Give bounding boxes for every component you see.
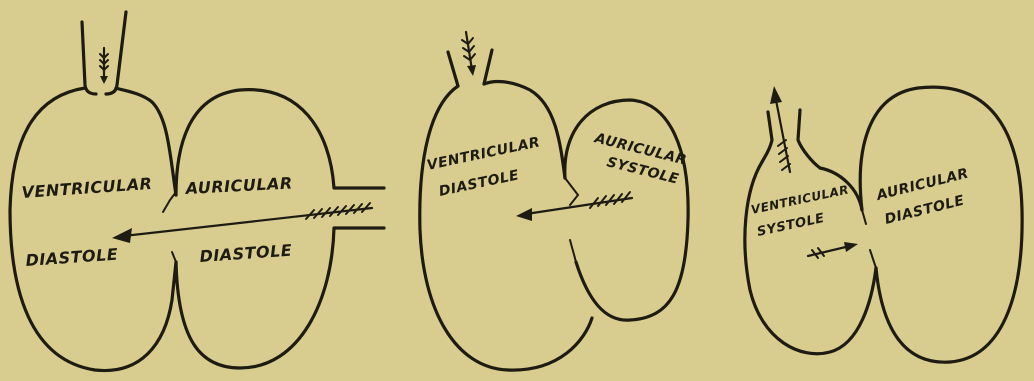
- right-vessel-wall-right: [798, 110, 820, 168]
- left-inflow-arrow: [100, 48, 108, 84]
- middle-flow-arrow: [516, 192, 632, 221]
- middle-ventricle-outline: [420, 82, 592, 371]
- left-vessel-wall-left: [82, 22, 96, 94]
- figure-right: VENTRICULAR SYSTOLE AURICULAR DIASTOLE: [745, 86, 1022, 362]
- right-valve-upper: [862, 210, 866, 224]
- left-valve-upper: [163, 192, 176, 212]
- right-auricle-outline: [860, 87, 1022, 362]
- middle-vessel-wall-right: [484, 50, 492, 84]
- left-ventricle-outline: [10, 88, 176, 371]
- right-label-ventricular: VENTRICULAR: [750, 183, 850, 217]
- middle-valve-upper: [565, 178, 578, 205]
- left-vessel-wall-right: [106, 12, 126, 94]
- right-label-systole: SYSTOLE: [756, 211, 826, 240]
- left-label-diastole-ventricle: DIASTOLE: [25, 245, 119, 270]
- middle-vessel-wall-left: [448, 52, 458, 86]
- right-vessel-wall-left: [762, 112, 772, 162]
- middle-label-ventricular: VENTRICULAR: [426, 134, 542, 174]
- right-valve-lower: [870, 250, 876, 268]
- left-auricle-outline: [176, 90, 384, 368]
- figure-middle: VENTRICULAR DIASTOLE AURICULAR SYSTOLE: [420, 32, 689, 370]
- left-valve-lower: [172, 252, 176, 262]
- right-inner-arrow: [808, 242, 858, 258]
- figure-left: VENTRICULAR DIASTOLE AURICULAR DIASTOLE: [10, 12, 384, 371]
- middle-label-diastole: DIASTOLE: [438, 167, 521, 200]
- middle-auricle-outline: [565, 100, 688, 320]
- left-label-auricular: AURICULAR: [183, 173, 293, 198]
- middle-valve-lower: [570, 240, 576, 262]
- left-label-ventricular: VENTRICULAR: [21, 174, 153, 202]
- left-label-diastole-auricle: DIASTOLE: [199, 241, 293, 266]
- right-outflow-arrow: [770, 86, 790, 172]
- middle-inflow-arrow: [462, 32, 476, 76]
